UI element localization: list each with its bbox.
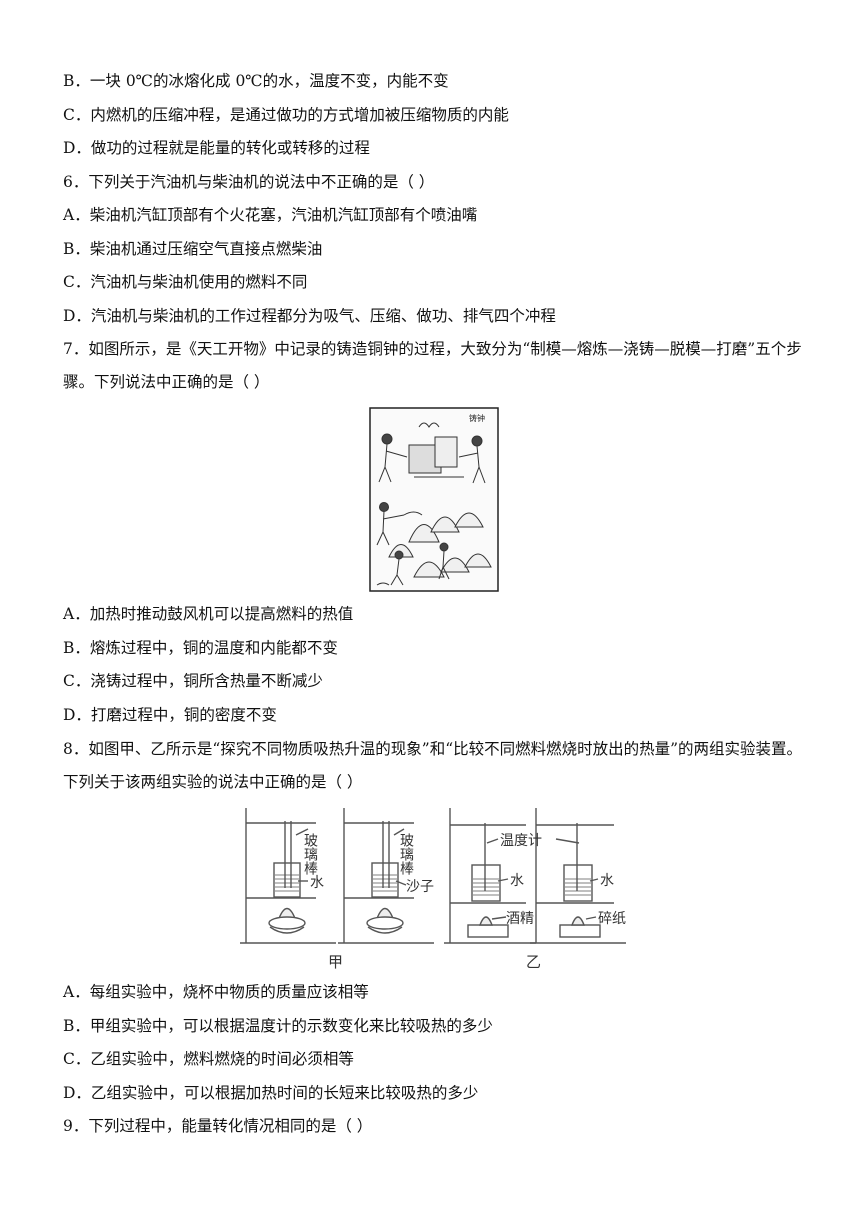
experiment-apparatus-figure: 玻璃棒 水 玻璃棒 沙子 温度计 水 酒精 水 碎纸 甲 乙 (240, 808, 626, 971)
option-c-q8: C．乙组实验中，燃料燃烧的时间必须相等 (63, 1050, 354, 1068)
label-glass-rod-1: 玻璃棒 (302, 833, 318, 875)
label-water-3: 水 (510, 873, 524, 889)
illustration-stamp: 铸钟 (469, 413, 485, 423)
question-6: 6．下列关于汽油机与柴油机的说法中不正确的是（ ） (63, 173, 435, 191)
option-b-q8: B．甲组实验中，可以根据温度计的示数变化来比较吸热的多少 (63, 1017, 493, 1035)
option-a-q6: A．柴油机汽缸顶部有个火花塞，汽油机汽缸顶部有个喷油嘴 (63, 206, 478, 224)
option-d-q5: D．做功的过程就是能量的转化或转移的过程 (63, 139, 370, 157)
label-sand: 沙子 (406, 879, 434, 895)
option-a-q7: A．加热时推动鼓风机可以提高燃料的热值 (63, 605, 354, 623)
option-c-q7: C．浇铸过程中，铜所含热量不断减少 (63, 672, 323, 690)
bell-casting-illustration: 铸钟 (369, 407, 499, 592)
option-c-q6: C．汽油机与柴油机使用的燃料不同 (63, 273, 308, 291)
label-water-1: 水 (310, 875, 324, 891)
question-7: 7．如图所示，是《天工开物》中记录的铸造铜钟的过程，大致分为“制模—熔炼—浇铸—… (63, 340, 802, 391)
question-9: 9．下列过程中，能量转化情况相同的是（ ） (63, 1117, 373, 1135)
label-alcohol: 酒精 (506, 911, 534, 927)
label-paper: 碎纸 (598, 911, 626, 927)
caption-yi: 乙 (526, 953, 541, 971)
option-a-q8: A．每组实验中，烧杯中物质的质量应该相等 (63, 983, 369, 1001)
option-d-q8: D．乙组实验中，可以根据加热时间的长短来比较吸热的多少 (63, 1084, 479, 1102)
option-b-q5: B．一块 0℃的冰熔化成 0℃的水，温度不变，内能不变 (63, 72, 449, 90)
option-d-q7: D．打磨过程中，铜的密度不变 (63, 706, 277, 724)
option-b-q6: B．柴油机通过压缩空气直接点燃柴油 (63, 240, 323, 258)
question-8: 8．如图甲、乙所示是“探究不同物质吸热升温的现象”和“比较不同燃料燃烧时放出的热… (63, 740, 803, 791)
label-thermometer: 温度计 (500, 833, 542, 849)
option-b-q7: B．熔炼过程中，铜的温度和内能都不变 (63, 639, 338, 657)
label-glass-rod-2: 玻璃棒 (398, 833, 414, 875)
caption-jia: 甲 (328, 953, 343, 971)
option-c-q5: C．内燃机的压缩冲程，是通过做功的方式增加被压缩物质的内能 (63, 106, 509, 124)
label-water-4: 水 (600, 873, 614, 889)
option-d-q6: D．汽油机与柴油机的工作过程都分为吸气、压缩、做功、排气四个冲程 (63, 307, 556, 325)
